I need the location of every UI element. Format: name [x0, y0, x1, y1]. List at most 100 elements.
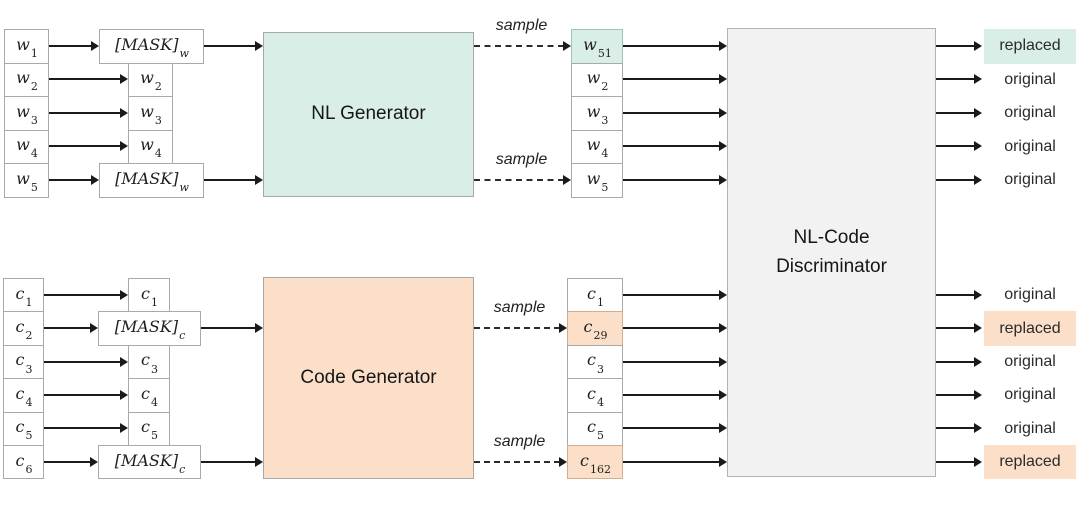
nl-to-discriminator-arrow — [623, 78, 720, 81]
nl-pass-token-box: w3 — [128, 96, 173, 131]
nl-to-generator-arrow — [204, 178, 256, 181]
code-input-arrow — [44, 393, 121, 396]
code-output-label-replaced: replaced — [984, 311, 1076, 346]
nl-to-discriminator-arrow-head — [719, 107, 727, 118]
code-to-discriminator-arrow-head — [719, 456, 727, 467]
nl-output-arrow-head — [974, 107, 982, 118]
code-sample-dashed-arrow-head — [559, 323, 567, 334]
code-input-token-box: c6 — [3, 445, 44, 480]
code-mask-token: [MASK]c — [114, 316, 186, 343]
code-pass-token: c1 — [141, 283, 158, 309]
code-generator-box: Code Generator — [263, 277, 474, 479]
code-input-arrow — [44, 427, 121, 430]
nl-pass-token: w3 — [140, 101, 162, 127]
code-input-arrow — [44, 327, 91, 330]
code-output-arrow — [936, 360, 975, 363]
nl-input-arrow-head — [120, 141, 128, 152]
nl-sampled-token-box: w2 — [571, 62, 623, 97]
code-input-arrow — [44, 360, 121, 363]
code-input-token: c3 — [15, 350, 33, 376]
code-output-arrow — [936, 293, 975, 296]
code-output-label-original: original — [1004, 352, 1056, 370]
nl-input-arrow — [49, 178, 92, 181]
code-output-label-original: original — [1004, 386, 1056, 404]
nl-sample-dashed-arrow — [474, 178, 564, 181]
nl-input-token-box: w5 — [4, 163, 49, 198]
code-sample-dashed-arrow — [474, 327, 560, 330]
code-sampled-token-box: c5 — [567, 411, 623, 446]
code-pass-token: c4 — [141, 383, 158, 409]
code-sample-dashed-arrow-head — [559, 456, 567, 467]
nl-sampled-token-box: w51 — [571, 29, 623, 64]
code-pass-token-box: c1 — [128, 278, 170, 313]
nl-sampled-token: w5 — [586, 168, 609, 194]
code-input-token-box: c4 — [3, 378, 44, 413]
code-input-token-box: c5 — [3, 411, 44, 446]
code-sample-label: sample — [493, 432, 546, 450]
nl-mask-token-box: [MASK]w — [99, 163, 204, 198]
nl-output-label-replaced: replaced — [984, 29, 1076, 64]
code-to-discriminator-arrow — [623, 293, 720, 296]
code-sampled-token-box: c1 — [567, 278, 623, 313]
nl-mask-token: [MASK]w — [115, 168, 189, 194]
nl-output-label-original: original — [1004, 104, 1056, 122]
code-input-token: c2 — [15, 316, 33, 343]
code-input-token-box: c2 — [3, 311, 44, 346]
nl-to-discriminator-arrow-head — [719, 141, 727, 152]
nl-sample-label: sample — [495, 16, 548, 34]
discriminator-label-line2: Discriminator — [776, 255, 887, 277]
code-output-arrow-head — [974, 423, 982, 434]
nl-input-arrow — [49, 78, 121, 81]
code-input-arrow — [44, 293, 121, 296]
nl-pass-token: w2 — [140, 68, 162, 94]
code-to-generator-arrow-head — [255, 323, 263, 334]
nl-sample-dashed-arrow — [474, 44, 564, 47]
code-generator-label: Code Generator — [300, 366, 437, 388]
nl-output-label-original: original — [1004, 70, 1056, 88]
code-pass-token-box: c5 — [128, 411, 170, 446]
nl-to-discriminator-arrow-head — [719, 74, 727, 85]
code-to-discriminator-arrow-head — [719, 323, 727, 334]
code-mask-token-box: [MASK]c — [98, 445, 201, 480]
code-sampled-token: c4 — [587, 383, 604, 409]
nl-input-token-box: w2 — [4, 62, 49, 97]
nl-output-arrow — [936, 44, 975, 47]
nl-to-discriminator-arrow-head — [719, 40, 727, 51]
nl-input-arrow — [49, 145, 121, 148]
nl-sampled-token: w51 — [583, 34, 612, 60]
nl-sampled-token: w4 — [586, 135, 609, 161]
nl-pass-token: w4 — [140, 135, 162, 161]
nl-generator-box: NL Generator — [263, 32, 474, 197]
code-input-arrow-head — [90, 456, 98, 467]
code-sampled-token-box: c4 — [567, 378, 623, 413]
code-to-discriminator-arrow-head — [719, 423, 727, 434]
code-sample-dashed-arrow — [474, 460, 560, 463]
nl-input-token: w2 — [16, 68, 38, 94]
code-output-arrow-head — [974, 456, 982, 467]
code-to-generator-arrow-head — [255, 456, 263, 467]
nl-output-arrow-head — [974, 74, 982, 85]
nl-sample-dashed-arrow-head — [563, 174, 571, 185]
code-to-generator-arrow — [201, 327, 256, 330]
nl-input-token: w3 — [16, 101, 38, 127]
nl-sampled-token-box: w5 — [571, 163, 623, 198]
code-sampled-token-box: c29 — [567, 311, 623, 346]
nl-to-generator-arrow-head — [255, 40, 263, 51]
nl-input-token: w1 — [16, 34, 38, 60]
nl-sample-label: sample — [495, 150, 548, 168]
code-to-discriminator-arrow — [623, 327, 720, 330]
code-output-arrow — [936, 327, 975, 330]
nl-to-discriminator-arrow — [623, 44, 720, 47]
nl-input-token-box: w1 — [4, 29, 49, 64]
code-output-arrow-head — [974, 323, 982, 334]
code-output-label-original: original — [1004, 286, 1056, 304]
code-sampled-token: c5 — [587, 417, 604, 443]
nl-mask-token-box: [MASK]w — [99, 29, 204, 64]
nl-input-arrow — [49, 111, 121, 114]
code-sampled-token: c3 — [587, 350, 604, 376]
code-sampled-token: c29 — [583, 316, 608, 343]
nl-input-token: w4 — [16, 135, 38, 161]
code-to-discriminator-arrow-head — [719, 356, 727, 367]
code-input-token: c6 — [15, 450, 33, 476]
